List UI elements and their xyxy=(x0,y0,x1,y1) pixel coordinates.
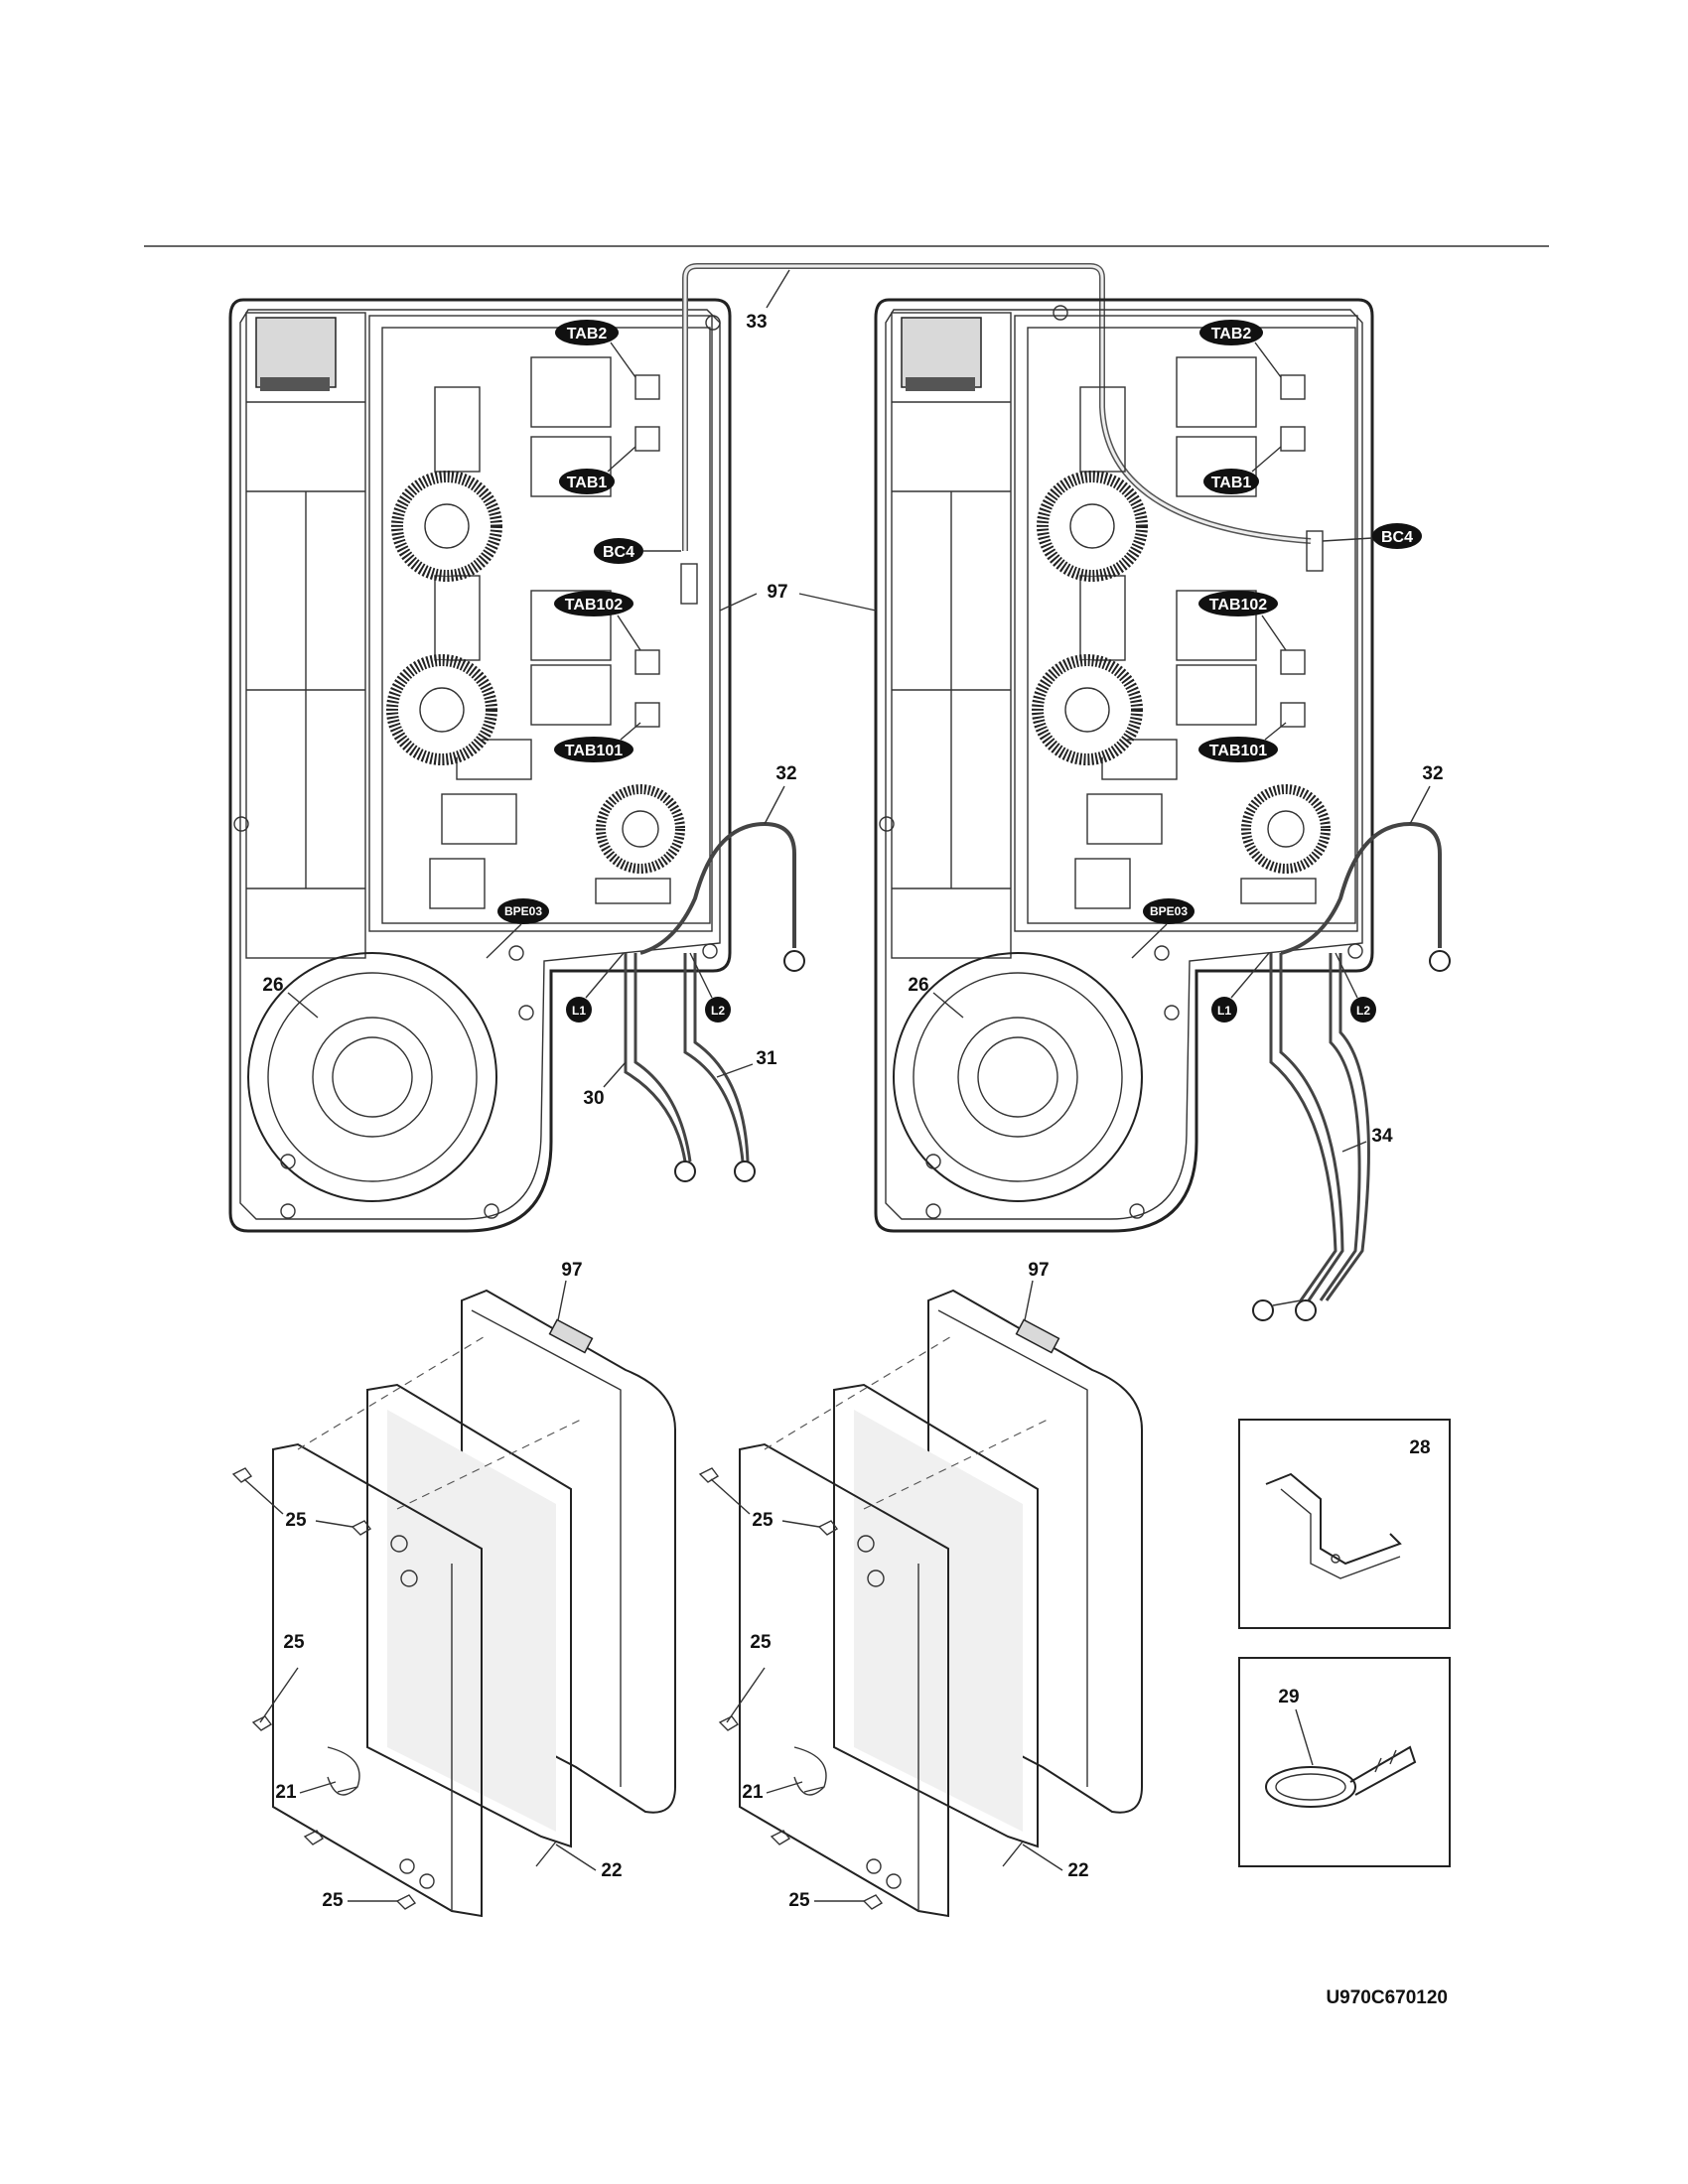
label-part-21-right: 21 xyxy=(742,1782,764,1803)
tag-tab101-text: TAB101 xyxy=(1209,743,1267,759)
tag-l2-text: L2 xyxy=(711,1004,725,1018)
label-part-28: 28 xyxy=(1409,1437,1430,1458)
label-part-29: 29 xyxy=(1278,1687,1299,1707)
tag-tab102-text: TAB102 xyxy=(565,597,623,614)
tag-l1-text: L1 xyxy=(1217,1004,1231,1018)
tag-tab2-left: TAB2 xyxy=(555,320,636,378)
tag-l2-text: L2 xyxy=(1356,1004,1370,1018)
tag-tab2-text: TAB2 xyxy=(1211,326,1252,342)
label-part-97-lower-right: 97 xyxy=(1028,1260,1049,1281)
label-part-34: 34 xyxy=(1371,1126,1393,1147)
tag-l1-left: L1 xyxy=(566,952,625,1023)
label-part-97-top: 97 xyxy=(767,582,787,603)
tag-l2-left: L2 xyxy=(689,952,731,1023)
tag-tab102-left: TAB102 xyxy=(554,591,641,651)
tag-tab2-text: TAB2 xyxy=(567,326,608,342)
tag-tab101-right: TAB101 xyxy=(1198,722,1287,762)
label-part-25-right-c: 25 xyxy=(788,1890,810,1911)
tag-l1-right: L1 xyxy=(1211,952,1270,1023)
tag-tab2-right: TAB2 xyxy=(1199,320,1282,378)
diagram-code: U970C670120 xyxy=(1326,1987,1448,2008)
label-part-25-left-b: 25 xyxy=(283,1632,305,1653)
label-part-31: 31 xyxy=(756,1048,777,1069)
label-part-25-right-a: 25 xyxy=(752,1510,774,1531)
tag-tab1-text: TAB1 xyxy=(1211,475,1252,491)
label-part-25-right-b: 25 xyxy=(750,1632,772,1653)
tag-tab102-right: TAB102 xyxy=(1198,591,1287,651)
label-part-30: 30 xyxy=(583,1088,604,1109)
tag-tab1-text: TAB1 xyxy=(567,475,608,491)
tag-bc4-text: BC4 xyxy=(603,544,634,561)
induction-board-assembly-right xyxy=(874,298,1451,1321)
detail-box-bracket xyxy=(1238,1419,1451,1629)
tag-tab101-text: TAB101 xyxy=(565,743,623,759)
label-part-22-right: 22 xyxy=(1067,1860,1088,1881)
label-part-33: 33 xyxy=(746,312,767,333)
label-part-22-left: 22 xyxy=(601,1860,622,1881)
tag-tab1-right: TAB1 xyxy=(1203,446,1282,494)
shield-assembly-right xyxy=(698,1280,1143,1918)
tag-l1-text: L1 xyxy=(572,1004,586,1018)
label-part-21-left: 21 xyxy=(275,1782,297,1803)
label-part-97-lower-left: 97 xyxy=(561,1260,582,1281)
tag-bpe03-left: BPE03 xyxy=(486,898,549,959)
tag-bpe03-right: BPE03 xyxy=(1131,898,1195,959)
detail-box-wire-clip xyxy=(1238,1657,1451,1867)
shield-assembly-left xyxy=(231,1280,676,1918)
tag-tab101-left: TAB101 xyxy=(554,722,641,762)
tag-bc4-left: BC4 xyxy=(594,538,681,564)
label-part-32-right: 32 xyxy=(1422,763,1443,784)
label-part-26-left: 26 xyxy=(262,975,283,996)
label-part-32-left: 32 xyxy=(775,763,796,784)
tag-bc4-right: BC4 xyxy=(1322,523,1422,549)
label-part-26-right: 26 xyxy=(908,975,928,996)
tag-tab1-left: TAB1 xyxy=(559,446,636,494)
tag-tab102-text: TAB102 xyxy=(1209,597,1267,614)
induction-board-assembly-left xyxy=(228,263,1312,1233)
tag-l2-right: L2 xyxy=(1335,952,1376,1023)
label-part-25-left-c: 25 xyxy=(322,1890,344,1911)
label-part-25-left-a: 25 xyxy=(285,1510,307,1531)
tag-bpe03-text: BPE03 xyxy=(504,904,542,918)
tag-bpe03-text: BPE03 xyxy=(1150,904,1188,918)
tag-bc4-text: BC4 xyxy=(1381,529,1413,546)
